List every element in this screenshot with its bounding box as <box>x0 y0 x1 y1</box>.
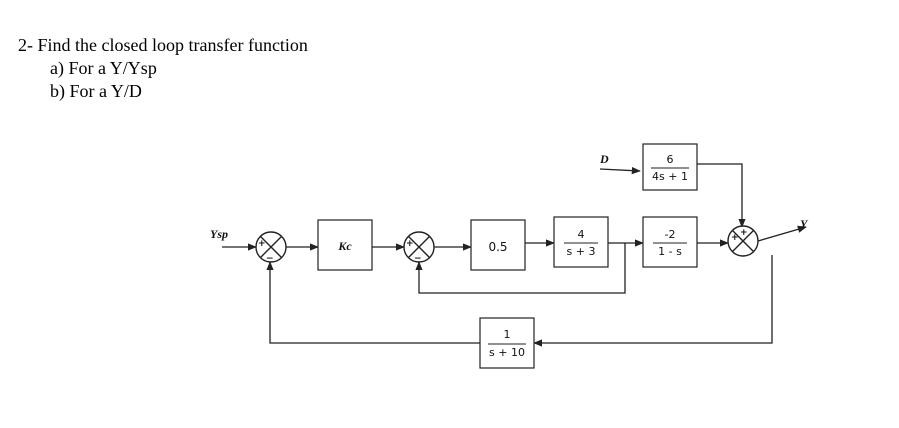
gain-block <box>470 219 526 271</box>
output-signal-label: Y <box>800 217 809 231</box>
outer-feedback-to-filter-line <box>533 255 773 347</box>
disturbance-numerator: 6 <box>667 153 674 166</box>
controller-block <box>317 219 373 271</box>
process-numerator: 4 <box>578 228 585 241</box>
feedback-denominator: s + 10 <box>489 346 525 359</box>
input-signal-label: Ysp <box>210 227 228 241</box>
question-title: 2- Find the closed loop transfer functio… <box>18 35 308 55</box>
output-signal-line <box>757 225 807 242</box>
controller-label: Kc <box>337 239 352 253</box>
disturbance-input-line <box>599 166 641 175</box>
sum2-minus-sign: − <box>414 254 422 264</box>
sum3-top-plus-sign: + <box>740 228 748 238</box>
plant2-denominator: 1 - s <box>658 245 682 258</box>
process-denominator: s + 3 <box>567 245 596 258</box>
disturbance-to-sum3-line <box>697 163 746 228</box>
question-part-a: a) For a Y/Ysp <box>50 58 157 78</box>
gain-label: 0.5 <box>488 240 507 254</box>
process-block <box>553 216 609 268</box>
outer-feedback-to-sum1-line <box>266 261 480 344</box>
summing-junction-2 <box>403 231 435 263</box>
disturbance-denominator: 4s + 1 <box>652 170 688 183</box>
sum2-plus-sign: + <box>406 239 414 249</box>
feedback-numerator: 1 <box>504 328 511 341</box>
summing-junction-1 <box>255 231 287 263</box>
disturbance-block <box>642 143 698 191</box>
inner-feedback-line <box>415 243 626 294</box>
plant2-block <box>642 216 698 268</box>
plant2-numerator: -2 <box>665 228 676 241</box>
summing-junction-3 <box>727 225 759 257</box>
question-part-b: b) For a Y/D <box>50 81 142 101</box>
sum1-plus-sign: + <box>258 239 266 249</box>
sum1-minus-sign: − <box>266 254 274 264</box>
disturbance-signal-label: D <box>599 152 609 166</box>
feedback-filter-block <box>479 317 535 369</box>
sum3-left-plus-sign: + <box>731 233 739 243</box>
